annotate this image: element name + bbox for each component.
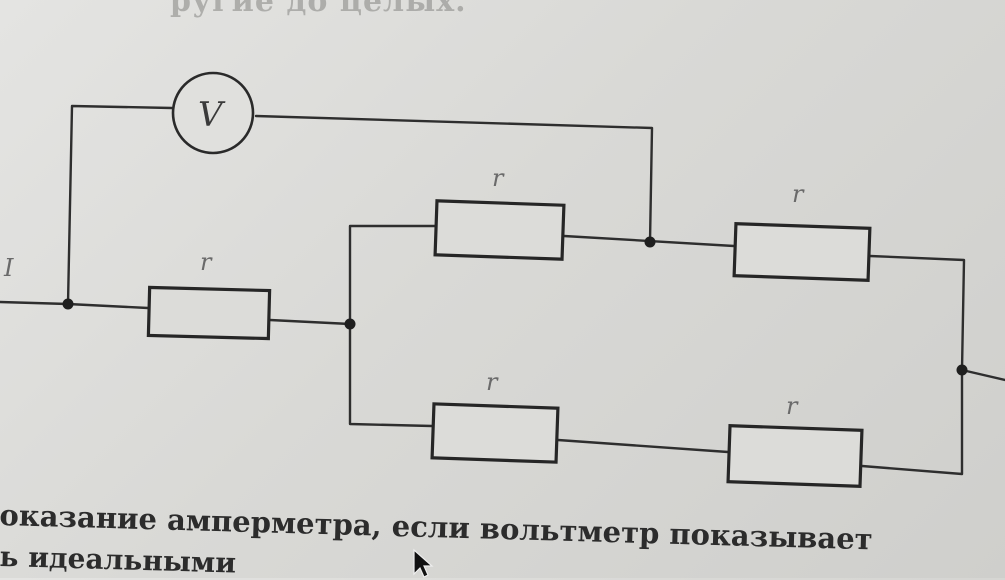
voltmeter xyxy=(171,71,255,155)
resistor-label: r xyxy=(486,368,499,396)
wire-output xyxy=(960,368,1005,382)
wire-voltmeter-left xyxy=(66,104,174,306)
wire-lower-mid xyxy=(556,438,730,454)
resistor-1 xyxy=(146,285,272,341)
wire-to-first-resistor xyxy=(66,302,150,310)
resistor-upper-1 xyxy=(433,199,566,261)
resistor-label: r xyxy=(200,248,213,276)
wire-lower-branch-start xyxy=(348,322,434,428)
resistor-upper-2 xyxy=(732,222,872,282)
wire-voltmeter-right xyxy=(254,114,654,244)
wire-first-resistor-to-node xyxy=(268,318,352,326)
resistor-label: r xyxy=(786,392,799,420)
voltmeter-label: V xyxy=(198,95,226,135)
wire-upper-branch-start xyxy=(348,224,437,326)
resistor-label: r xyxy=(492,164,505,192)
current-label: I xyxy=(3,254,14,282)
resistor-label: r xyxy=(792,180,805,208)
wire-upper-end xyxy=(868,254,966,372)
resistor-lower-1 xyxy=(430,402,560,464)
mouse-cursor-icon xyxy=(413,548,434,578)
junction-node xyxy=(344,318,356,330)
resistor-lower-2 xyxy=(726,424,864,488)
junction-node xyxy=(956,364,968,376)
wire-input xyxy=(0,300,70,306)
top-text-fragment: ругие до целых. xyxy=(170,0,467,19)
wire-lower-end xyxy=(860,368,964,476)
junction-node xyxy=(644,236,656,248)
problem-text-line-2: ь идеальными xyxy=(0,540,237,580)
junction-node xyxy=(62,298,74,310)
